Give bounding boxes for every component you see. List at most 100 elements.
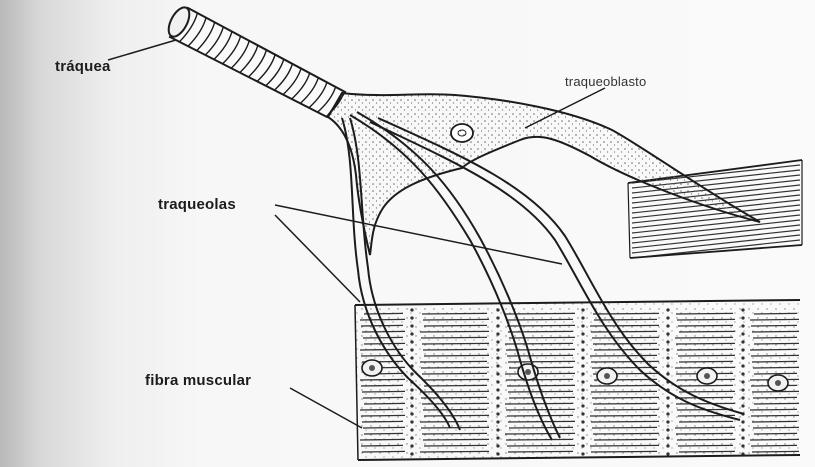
striation-dot	[582, 445, 584, 447]
striation-line	[505, 433, 575, 434]
striation-line	[424, 445, 487, 446]
striation-line	[750, 349, 797, 350]
striation-dot	[582, 309, 584, 311]
striation-line	[678, 325, 733, 326]
striation-line	[421, 397, 487, 398]
striation-line	[361, 325, 403, 326]
striation-dot	[411, 397, 413, 399]
striation-line	[678, 385, 733, 386]
nucleolus	[525, 369, 531, 375]
striation-line	[422, 343, 489, 344]
striation-dot	[742, 373, 744, 375]
striation-line	[423, 409, 487, 410]
striation-line	[679, 331, 735, 332]
striation-dot	[742, 381, 744, 383]
striation-line	[360, 379, 405, 380]
striation-line	[361, 415, 405, 416]
striation-line	[360, 319, 405, 320]
striation-line	[590, 445, 659, 446]
striation-dot	[742, 333, 744, 335]
striation-line	[362, 421, 403, 422]
striation-dot	[497, 349, 499, 351]
striation-line	[590, 355, 657, 356]
striation-line	[594, 439, 657, 440]
striation-dot	[411, 317, 413, 319]
striation-dot	[667, 341, 669, 343]
striation-line	[422, 433, 487, 434]
striation-dot	[497, 357, 499, 359]
striation-dot	[582, 413, 584, 415]
striation-dot	[582, 381, 584, 383]
striation-line	[591, 361, 659, 362]
striation-line	[678, 445, 733, 446]
striation-dot	[742, 309, 744, 311]
striation-dot	[411, 333, 413, 335]
striation-line	[592, 397, 659, 398]
striation-dot	[582, 405, 584, 407]
striation-dot	[742, 357, 744, 359]
striation-line	[420, 421, 487, 422]
striation-dot	[411, 453, 413, 455]
striation-dot	[497, 373, 499, 375]
striation-line	[675, 397, 733, 398]
striation-line	[750, 319, 799, 320]
striation-line	[364, 343, 405, 344]
striation-line	[753, 427, 799, 428]
striation-dot	[742, 421, 744, 423]
striation-line	[363, 427, 405, 428]
striation-dot	[411, 389, 413, 391]
striation-line	[509, 427, 573, 428]
striation-line	[508, 361, 575, 362]
striation-dot	[742, 325, 744, 327]
striation-line	[360, 409, 403, 410]
striation-dot	[497, 317, 499, 319]
striation-line	[751, 355, 799, 356]
striation-line	[364, 433, 403, 434]
striation-line	[754, 403, 799, 404]
striation-line	[423, 439, 489, 440]
striation-line	[677, 349, 733, 350]
striation-line	[751, 325, 797, 326]
striation-line	[420, 451, 489, 452]
striation-line	[632, 215, 800, 233]
striation-dot	[411, 405, 413, 407]
striation-line	[594, 409, 659, 410]
striation-line	[753, 397, 797, 398]
striation-dot	[667, 445, 669, 447]
striation-dot	[497, 437, 499, 439]
striation-line	[750, 409, 797, 410]
striation-line	[364, 403, 405, 404]
striation-line	[593, 433, 659, 434]
striation-line	[590, 415, 657, 416]
striation-line	[591, 421, 659, 422]
striation-dot	[497, 429, 499, 431]
striation-dot	[742, 341, 744, 343]
striation-line	[752, 361, 797, 362]
striation-line	[754, 373, 797, 374]
striation-dot	[582, 453, 584, 455]
striation-line	[508, 331, 573, 332]
striation-dot	[582, 341, 584, 343]
striation-dot	[497, 333, 499, 335]
striation-dot	[497, 405, 499, 407]
striation-dot	[497, 341, 499, 343]
striation-dot	[411, 309, 413, 311]
striation-dot	[742, 365, 744, 367]
striation-line	[676, 403, 735, 404]
striation-dot	[742, 405, 744, 407]
striation-dot	[742, 389, 744, 391]
striation-line	[363, 397, 403, 398]
striation-dot	[742, 349, 744, 351]
striation-line	[591, 391, 657, 392]
striation-line	[751, 445, 797, 446]
striation-line	[421, 337, 487, 338]
striation-line	[422, 313, 487, 314]
striation-line	[679, 421, 733, 422]
striation-dot	[667, 429, 669, 431]
striation-line	[422, 403, 489, 404]
striation-dot	[667, 309, 669, 311]
striation-line	[424, 355, 489, 356]
striation-dot	[582, 429, 584, 431]
striation-dot	[497, 309, 499, 311]
